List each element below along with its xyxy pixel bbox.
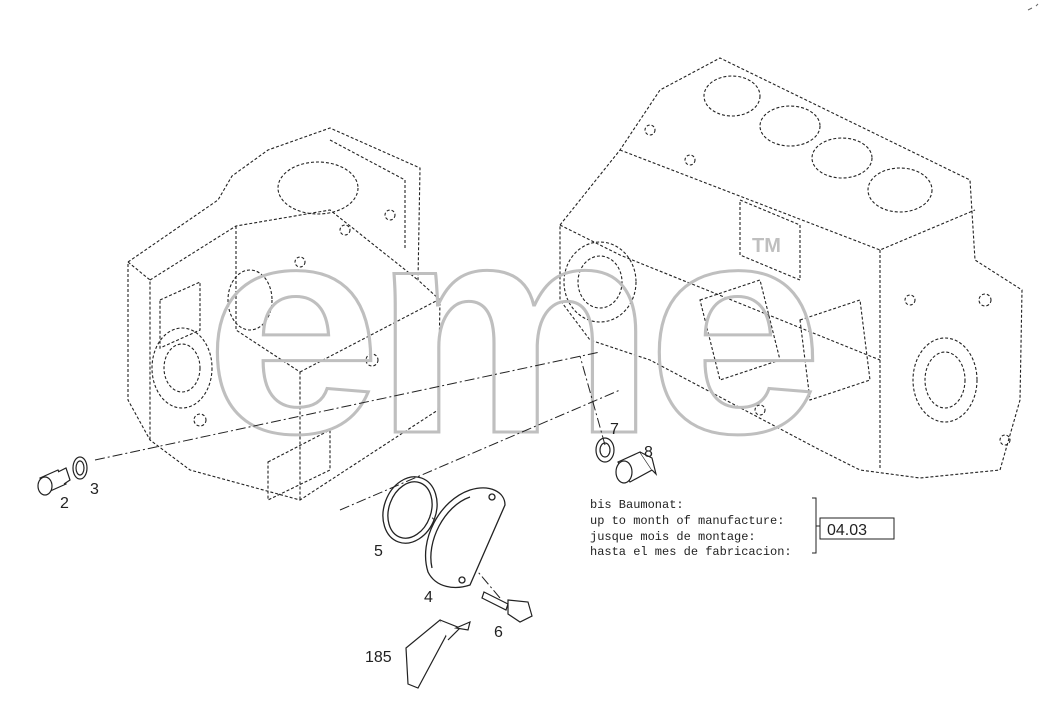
part-5-o-ring[interactable]	[374, 469, 446, 551]
part-4-cover-plate[interactable]	[424, 487, 506, 588]
callout-3: 3	[90, 481, 99, 498]
callout-6: 6	[494, 624, 503, 641]
watermark-tm: TM	[752, 235, 781, 257]
date-box: 04.03	[819, 517, 895, 540]
engine-block-right	[559, 57, 1023, 479]
callout-7: 7	[610, 421, 619, 438]
part-7-seal-ring[interactable]	[595, 437, 615, 463]
callout-4: 4	[424, 589, 433, 606]
corner-mark	[1027, 3, 1039, 11]
callout-5: 5	[374, 543, 383, 560]
part-6-screw[interactable]	[481, 591, 533, 623]
watermark-text: eme	[205, 160, 816, 496]
part-185-sealant-tube[interactable]	[405, 619, 471, 689]
manufacture-note: bis Baumonat: up to month of manufacture…	[590, 498, 792, 559]
note-line-2: up to month of manufacture:	[590, 514, 784, 528]
part-8-plug[interactable]	[615, 451, 658, 484]
callouts: 2 3 4 5 6 7 8 185	[60, 421, 653, 666]
part-3-seal-ring[interactable]	[72, 456, 88, 480]
note-line-3: jusque mois de montage:	[590, 530, 756, 544]
note-line-1: bis Baumonat:	[590, 498, 684, 512]
note-bracket	[812, 497, 820, 554]
watermark: eme TM	[204, 159, 826, 498]
engine-block-left	[127, 127, 441, 501]
callout-8: 8	[644, 444, 653, 461]
note-line-4: hasta el mes de fabricacion:	[590, 545, 792, 559]
part-2-plug[interactable]	[37, 467, 71, 496]
date-value: 04.03	[827, 522, 867, 539]
callout-2: 2	[60, 495, 69, 512]
callout-185: 185	[365, 649, 392, 666]
